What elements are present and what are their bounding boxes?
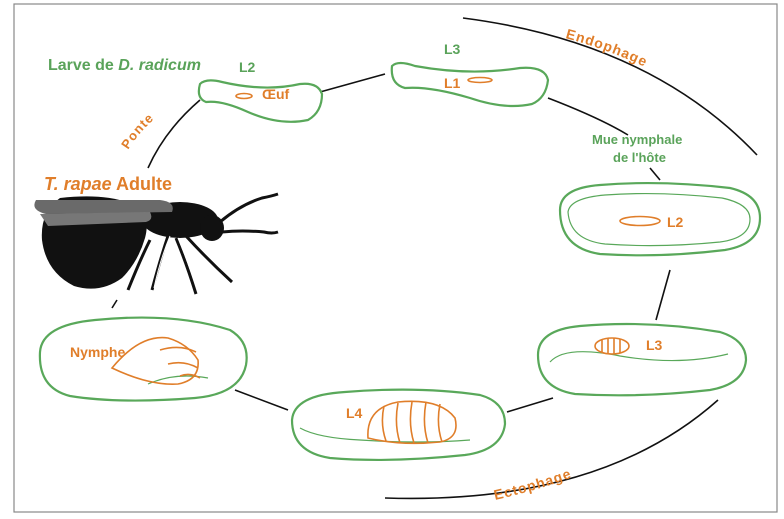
pupa-l2 xyxy=(560,183,760,255)
pupa-l3 xyxy=(538,324,746,395)
ponte-label: Ponte xyxy=(118,110,157,152)
cycle-line-l4-nymphe xyxy=(235,390,288,410)
egg-shape xyxy=(236,94,252,99)
l1-shape xyxy=(468,78,492,83)
adult-label: T. rapae Adulte xyxy=(44,174,172,194)
oeuf-label: Œuf xyxy=(262,86,290,102)
host-label: Larve de D. radicum xyxy=(48,57,201,74)
l1-label: L1 xyxy=(444,75,461,91)
endophage-label: Endophage xyxy=(564,25,650,69)
cycle-line-l2-l3 xyxy=(320,74,385,92)
mue-label-2: de l'hôte xyxy=(613,150,666,165)
l2-pupa-label: L2 xyxy=(667,214,684,230)
cycle-line-ponte xyxy=(148,100,200,168)
ectophage-label: Ectophage xyxy=(492,465,573,503)
l2-top-label: L2 xyxy=(239,59,256,75)
l3-top-label: L3 xyxy=(444,41,461,57)
l4-label: L4 xyxy=(346,405,363,421)
cycle-line-l3-l4 xyxy=(507,398,553,412)
pupa-l4 xyxy=(292,390,505,460)
wasp-adult-icon xyxy=(34,194,278,294)
nymphe-label: Nymphe xyxy=(70,344,125,360)
mue-label-1: Mue nymphale xyxy=(592,132,682,147)
cycle-line-mue-pupa xyxy=(650,168,660,180)
l3-pupa-label: L3 xyxy=(646,337,663,353)
l2-larva-shape xyxy=(620,217,660,226)
cycle-line-nymphe-adult xyxy=(112,300,117,308)
larva-l3-top xyxy=(392,63,548,106)
larva-l2-top xyxy=(199,80,322,121)
cycle-line-l2-l3pupa xyxy=(656,270,670,320)
cycle-line-l3-mue xyxy=(548,98,628,135)
l3-larva-shape xyxy=(595,338,629,354)
